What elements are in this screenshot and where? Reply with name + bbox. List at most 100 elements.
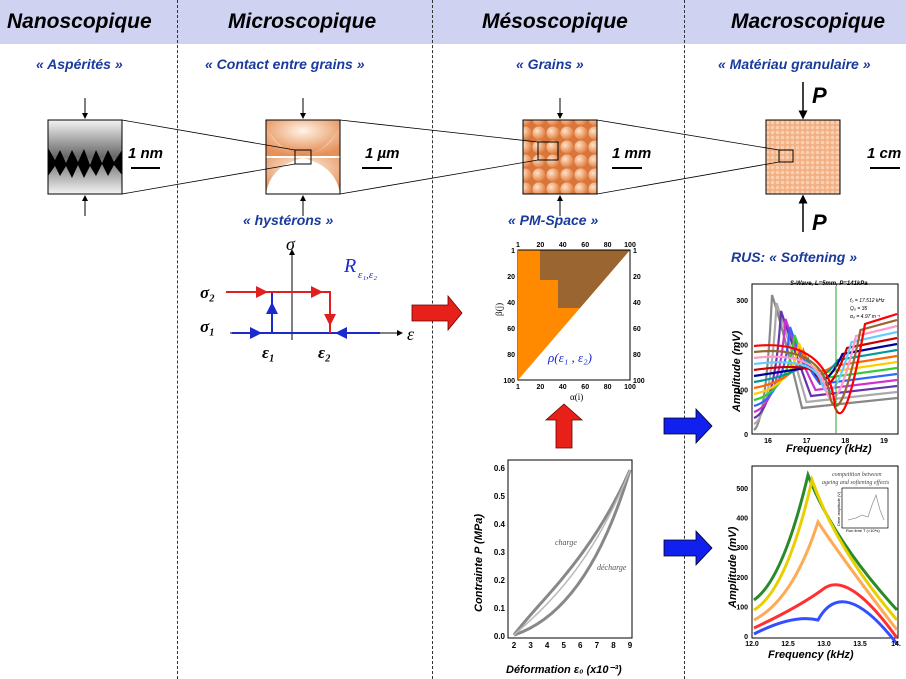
subtitle-granular-material: « Matériau granulaire »: [718, 56, 871, 72]
stress-x-tick: 4: [545, 641, 550, 650]
hysteron-diagram: σ ε σ₂ σ₁ ε₁ ε₂ R ε₁,ε₂: [200, 234, 415, 362]
load-label: charge: [555, 538, 577, 547]
stress-ylabel: Contrainte P (MPa): [473, 514, 485, 612]
pm-left-tick: 100: [503, 378, 515, 385]
rus-bot-x-tick: 13.5: [853, 641, 867, 648]
scale-label-mm: 1 mm: [612, 145, 652, 162]
rus-bot-curve: [753, 583, 899, 639]
subtitle-grains: « Grains »: [516, 56, 584, 72]
blue-arrow-bottom: [663, 529, 713, 567]
pm-top-tick: 20: [537, 242, 545, 249]
nano-asperity-box: [47, 98, 123, 216]
unload-label: décharge: [597, 563, 627, 572]
hysterons-label: « hystérons »: [243, 212, 334, 228]
pm-bottom-tick: 1: [516, 384, 520, 391]
rus-bot-curve: [753, 600, 899, 645]
subtitle-contact: « Contact entre grains »: [205, 56, 365, 72]
blue-arrow-top: [663, 407, 713, 445]
rus-bot-x-tick: 13.0: [817, 641, 831, 648]
rus-top-info-f0: f₀ = 17.512 kHz: [850, 298, 885, 304]
rus-top-xlabel: Frequency (kHz): [786, 443, 872, 455]
rus-top-y-tick: 0: [744, 432, 748, 439]
stress-y-tick: 0.6: [494, 464, 506, 473]
pm-top-tick: 40: [559, 242, 567, 249]
rus-top-x-tick: 17: [803, 438, 811, 445]
pm-space-plot: ρ(ε₁ , ε₂) β(j) α(i): [494, 249, 631, 402]
meso-grains-box: [522, 98, 598, 216]
rus-bot-curve: [753, 518, 899, 631]
pm-left-tick: 20: [507, 274, 515, 281]
pm-bottom-tick: 40: [559, 384, 567, 391]
pm-right-tick: 80: [633, 352, 641, 359]
stress-x-tick: 7: [595, 641, 600, 650]
rus-bot-inset-xlabel: Run time T (×10⁴s): [846, 528, 880, 533]
rus-top-curve: [753, 312, 898, 415]
red-arrow-right: [411, 294, 463, 332]
pm-right-tick: 40: [633, 300, 641, 307]
rus-bot-y-tick: 500: [736, 486, 748, 493]
rus-bot-y-tick: 400: [736, 516, 748, 523]
rus-top-y-tick: 200: [736, 343, 748, 350]
pm-space-dark-region: [540, 250, 630, 308]
micro-contact-box: [265, 98, 341, 216]
pm-y-label: β(j): [494, 303, 504, 316]
stress-y-tick: 0.2: [494, 576, 506, 585]
stress-y-tick: 0.3: [494, 548, 506, 557]
stress-y-tick: 0.1: [494, 604, 506, 613]
sigma-axis-label: σ: [286, 234, 296, 254]
rus-top-x-tick: 18: [841, 438, 849, 445]
rus-bot-ylabel: Amplitude (mV): [727, 526, 739, 609]
rus-bot-y-tick: 100: [736, 604, 748, 611]
rus-bot-y-tick: 200: [736, 575, 748, 582]
red-arrow-up: [544, 403, 584, 449]
pm-space-region: [518, 250, 630, 380]
pm-top-tick: 100: [624, 242, 636, 249]
pm-bottom-tick: 100: [624, 384, 636, 391]
stress-xlabel: Déformation ε₀ (x10⁻³): [506, 664, 622, 676]
column-title-meso: Mésoscopique: [482, 10, 628, 33]
column-divider: [177, 0, 178, 679]
eps2-label: ε₂: [318, 343, 331, 362]
hysteron-operator: R: [343, 255, 356, 277]
rus-top-y-tick: 100: [736, 387, 748, 394]
rus-top-curve: [753, 318, 898, 414]
pm-right-tick: 1: [633, 248, 637, 255]
rus-bot-curve: [753, 469, 899, 612]
pm-left-tick: 60: [507, 326, 515, 333]
pm-right-tick: 60: [633, 326, 641, 333]
epsilon-axis-label: ε: [407, 324, 415, 344]
rus-top-curve: [753, 324, 898, 400]
rus-bot-inset-ylabel: Drive amplitude (V): [836, 491, 841, 526]
scale-label-cm: 1 cm: [867, 145, 902, 162]
column-divider: [684, 0, 685, 679]
stress-x-tick: 6: [578, 641, 583, 650]
scale-label-nm: 1 nm: [128, 145, 164, 162]
sigma2-label: σ₂: [200, 283, 215, 302]
sigma1-label: σ₁: [200, 317, 215, 336]
rus-bot-x-tick: 14.: [891, 641, 901, 648]
pm-density-label: ρ(ε₁ , ε₂): [547, 350, 592, 365]
rus-top-curve: [753, 326, 898, 408]
subtitle-asperites: « Aspérités »: [36, 56, 123, 72]
pm-right-tick: 100: [633, 378, 645, 385]
pm-left-tick: 1: [511, 248, 515, 255]
rus-top-title: S-Wave, L=5mm, P=141kPa: [790, 281, 868, 287]
pm-top-tick: 60: [581, 242, 589, 249]
column-title-nano: Nanoscopique: [7, 10, 152, 33]
pm-right-tick: 20: [633, 274, 641, 281]
pm-bottom-tick: 20: [537, 384, 545, 391]
pressure-label-top: P: [812, 83, 827, 108]
pm-left-tick: 80: [507, 352, 515, 359]
stress-x-tick: 8: [611, 641, 616, 650]
pm-left-tick: 40: [507, 300, 515, 307]
column-divider: [432, 0, 433, 679]
header-band: [0, 0, 906, 44]
rus-top-info-alpha: α₀ = 4.97 m⁻¹: [850, 314, 881, 320]
pm-top-tick: 1: [516, 242, 520, 249]
stress-strain-plot: charge décharge Contrainte P (MPa) Défor…: [473, 459, 633, 676]
column-title-micro: Microscopique: [228, 10, 377, 33]
